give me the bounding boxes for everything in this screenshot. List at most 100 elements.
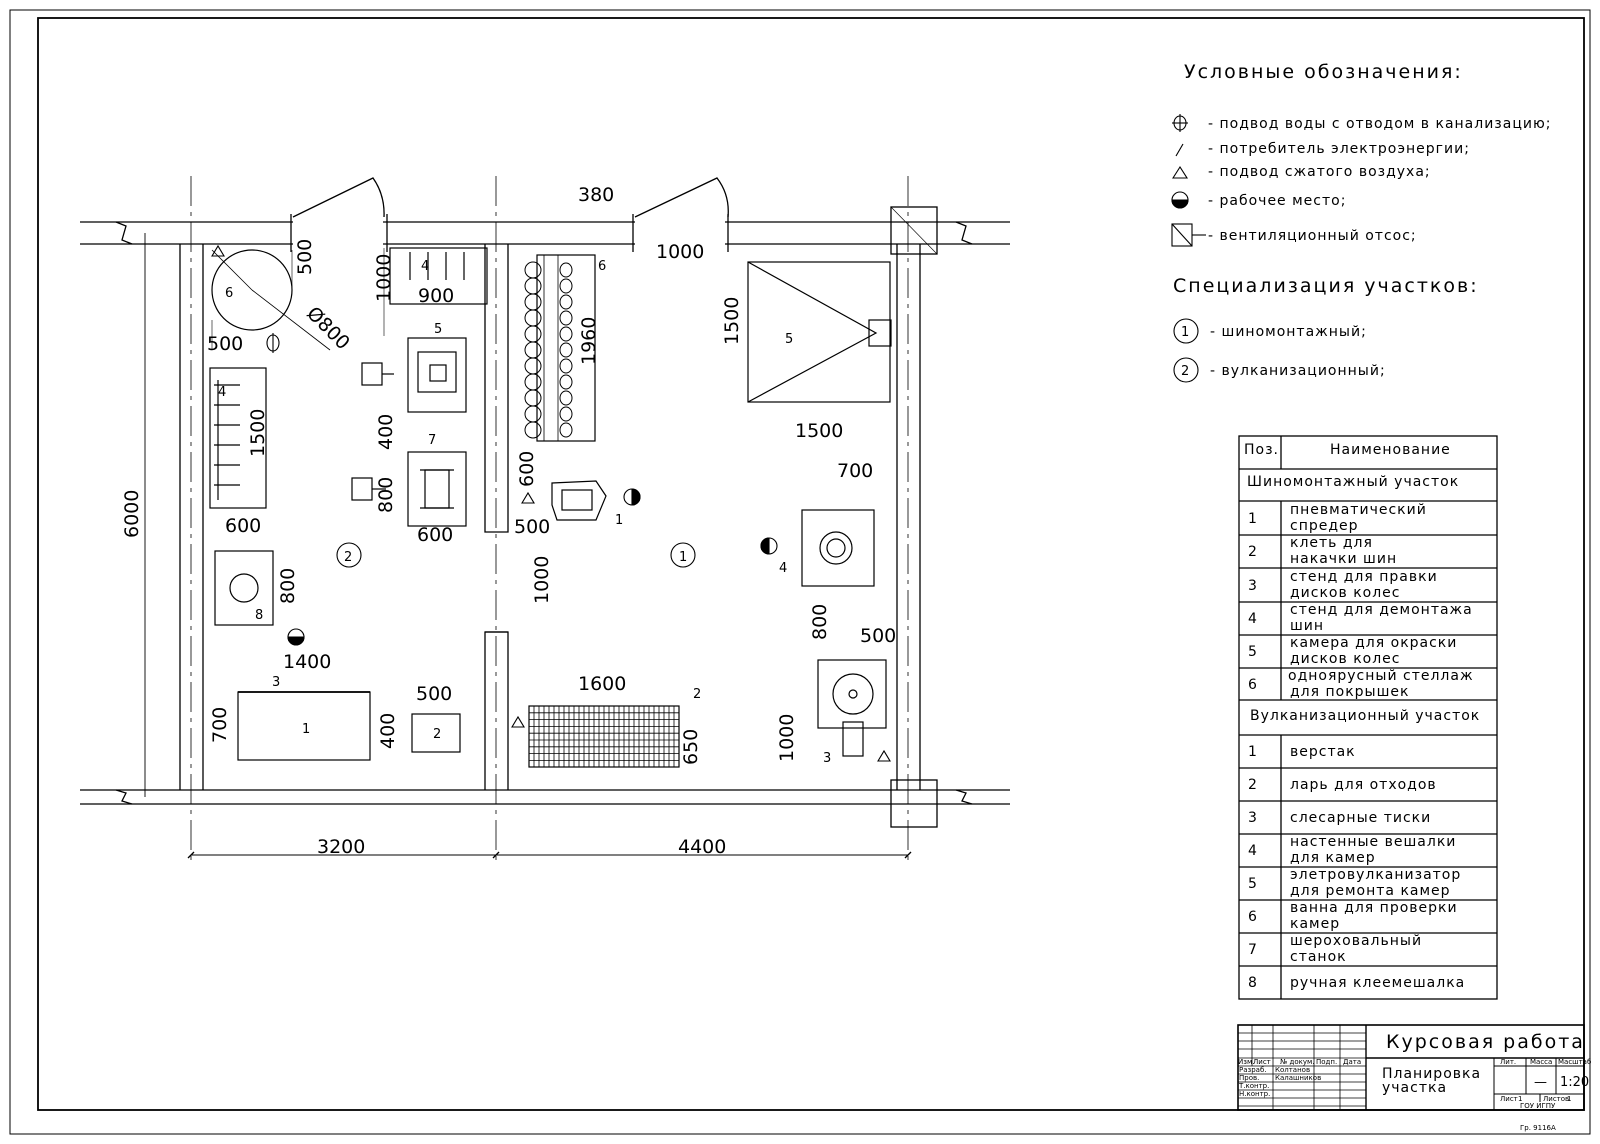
svg-text:элетровулканизатор: элетровулканизатор: [1290, 867, 1461, 883]
workplace-icon: [1171, 191, 1189, 209]
svg-text:1960: 1960: [578, 317, 600, 365]
tire-loop: [559, 310, 573, 326]
compressed-air-icon: [211, 244, 225, 257]
svg-text:- рабочее место;: - рабочее место;: [1208, 193, 1346, 209]
svg-text:Разраб.: Разраб.: [1239, 1066, 1267, 1074]
svg-text:накачки шин: накачки шин: [1290, 551, 1397, 567]
svg-text:Лист: Лист: [1500, 1095, 1518, 1103]
svg-text:700: 700: [209, 707, 231, 743]
svg-text:камер: камер: [1290, 916, 1340, 932]
tire-loop: [524, 341, 542, 359]
svg-text:Пров.: Пров.: [1239, 1074, 1259, 1082]
svg-text:1500: 1500: [795, 420, 843, 442]
svg-text:1500: 1500: [721, 297, 743, 345]
svg-text:Н.контр.: Н.контр.: [1239, 1090, 1270, 1098]
svg-text:500: 500: [416, 683, 452, 705]
tire-loop: [524, 421, 542, 439]
cage-grid-pattern: [529, 706, 679, 767]
svg-text:верстак: верстак: [1290, 744, 1356, 760]
svg-text:500: 500: [514, 516, 550, 538]
svg-text:380: 380: [578, 184, 614, 206]
zone-marker: [670, 542, 696, 568]
svg-text:- подвод сжатого воздуха;: - подвод сжатого воздуха;: [1208, 164, 1431, 180]
power-consumer-icon: [1175, 143, 1184, 157]
zone-marker: [336, 542, 362, 568]
svg-text:500: 500: [207, 333, 243, 355]
svg-text:- потребитель электроэнергии;: - потребитель электроэнергии;: [1208, 141, 1470, 157]
floor-plan: [80, 176, 1010, 860]
svg-text:Т.контр.: Т.контр.: [1238, 1082, 1269, 1090]
svg-text:1000: 1000: [776, 714, 798, 762]
svg-text:1: 1: [1518, 1095, 1522, 1103]
top-wall: [80, 177, 1010, 252]
svg-text:Дата: Дата: [1343, 1058, 1361, 1066]
tire-loop: [559, 406, 573, 422]
svg-text:спредер: спредер: [1290, 518, 1359, 534]
svg-text:5: 5: [434, 322, 442, 337]
svg-text:Курсовая работа: Курсовая работа: [1386, 1031, 1585, 1053]
svg-text:- вентиляционный отсос;: - вентиляционный отсос;: [1208, 228, 1417, 244]
svg-text:ларь для отходов: ларь для отходов: [1290, 777, 1437, 793]
svg-text:3200: 3200: [317, 836, 365, 858]
legend: Условные обозначения: - подвод воды с от…: [1171, 61, 1550, 247]
svg-text:ванна для проверки: ванна для проверки: [1290, 900, 1458, 916]
svg-text:1: 1: [1248, 744, 1258, 760]
svg-text:Наименование: Наименование: [1330, 442, 1451, 458]
svg-text:2: 2: [1248, 777, 1258, 793]
svg-text:Изм.: Изм.: [1238, 1058, 1254, 1066]
svg-text:стенд для демонтажа: стенд для демонтажа: [1290, 602, 1473, 618]
tire-loop: [524, 293, 542, 311]
svg-text:7: 7: [1248, 942, 1258, 958]
tire-loop: [559, 358, 573, 374]
water-supply-drain-icon: [266, 333, 280, 353]
compressed-air-icon: [511, 715, 525, 728]
specialization: Специализация участков: 1 2 - шиномонтаж…: [1173, 275, 1477, 383]
svg-text:4: 4: [1248, 611, 1258, 627]
svg-text:600: 600: [225, 515, 261, 537]
svg-text:№ докум.: № докум.: [1280, 1058, 1315, 1066]
svg-text:одноярусный стеллаж: одноярусный стеллаж: [1288, 668, 1474, 684]
svg-text:Листов: Листов: [1543, 1095, 1569, 1103]
svg-text:8: 8: [255, 608, 263, 623]
svg-text:2: 2: [433, 727, 441, 742]
svg-text:500: 500: [860, 625, 896, 647]
svg-text:1: 1: [615, 513, 623, 528]
svg-text:3: 3: [272, 675, 280, 690]
svg-text:Колтанов: Колтанов: [1275, 1066, 1310, 1074]
group-label: Гр. 9116А: [1520, 1124, 1556, 1132]
tire-loop: [559, 294, 573, 310]
svg-text:8: 8: [1248, 975, 1258, 991]
svg-text:500: 500: [294, 239, 316, 275]
svg-text:для ремонта камер: для ремонта камер: [1290, 883, 1451, 899]
svg-text:Лист: Лист: [1253, 1058, 1271, 1066]
svg-text:стенд для правки: стенд для правки: [1290, 569, 1438, 585]
svg-text:дисков колес: дисков колес: [1290, 585, 1400, 601]
svg-text:6: 6: [1248, 909, 1258, 925]
svg-text:4: 4: [421, 259, 429, 274]
svg-text:- вулканизационный;: - вулканизационный;: [1210, 363, 1386, 379]
svg-text:3: 3: [1248, 810, 1258, 826]
compressed-air-icon: [521, 491, 535, 504]
svg-text:3: 3: [823, 751, 831, 766]
svg-text:800: 800: [375, 477, 397, 513]
svg-text:1: 1: [679, 550, 687, 565]
svg-text:4: 4: [1248, 843, 1258, 859]
svg-text:4400: 4400: [678, 836, 726, 858]
svg-text:1000: 1000: [656, 241, 704, 263]
svg-text:клеть для: клеть для: [1290, 535, 1373, 551]
svg-text:6: 6: [1248, 677, 1258, 693]
svg-text:шин: шин: [1290, 618, 1324, 634]
svg-text:пневматический: пневматический: [1290, 502, 1427, 518]
spec-table: Поз. Наименование Шиномонтажный участок …: [1238, 435, 1498, 1000]
workplace-icon: [623, 488, 641, 506]
svg-text:1000: 1000: [373, 254, 395, 302]
svg-text:Лит.: Лит.: [1500, 1058, 1516, 1066]
svg-text:для покрышек: для покрышек: [1290, 684, 1410, 700]
svg-text:3: 3: [1248, 578, 1258, 594]
svg-text:650: 650: [680, 729, 702, 765]
svg-text:900: 900: [418, 285, 454, 307]
svg-text:4: 4: [218, 385, 226, 400]
svg-text:для камер: для камер: [1290, 850, 1376, 866]
tire-loop: [559, 422, 573, 438]
